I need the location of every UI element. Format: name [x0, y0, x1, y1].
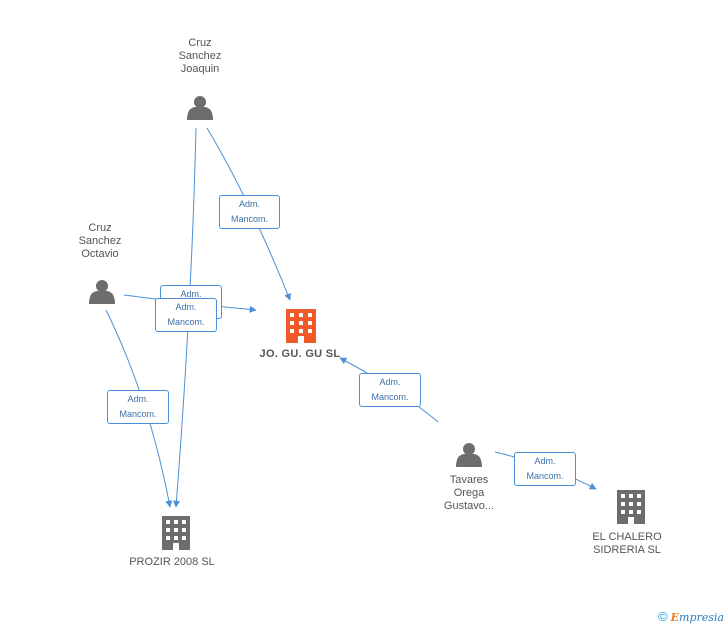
- edge-label-line2: Mancom.: [119, 409, 157, 419]
- person-label-tavares[interactable]: Tavares Orega Gustavo...: [443, 474, 495, 512]
- edge-label-line1: Adm.: [175, 302, 197, 312]
- building-icon[interactable]: [162, 516, 190, 550]
- company-label-jogugu[interactable]: JO. GU. GU SL: [259, 348, 341, 360]
- building-icon[interactable]: [617, 490, 645, 524]
- building-icon[interactable]: [286, 309, 316, 343]
- company-label-chalero[interactable]: EL CHALERO SIDRERIA SL: [592, 531, 662, 556]
- company-label-prozir[interactable]: PROZIR 2008 SL: [129, 556, 215, 568]
- edge-label-line2: Mancom.: [230, 214, 268, 224]
- edge-label-line2: Mancom.: [167, 317, 205, 327]
- edge-label-joaquin-prozir: Adm. Mancom.: [155, 298, 217, 332]
- empresia-footer[interactable]: ©Empresia: [658, 609, 724, 624]
- person-label-cruz-joaquin[interactable]: Cruz Sanchez Joaquin: [178, 37, 222, 75]
- brand-rest: mpresia: [679, 611, 724, 624]
- person-icon[interactable]: [187, 96, 213, 120]
- edge-label-line1: Adm.: [534, 456, 556, 466]
- brand-initial: E: [670, 611, 680, 624]
- edge-label-line1: Adm.: [180, 289, 202, 299]
- person-icon[interactable]: [456, 443, 482, 467]
- edge-label-line1: Adm.: [379, 377, 401, 387]
- edge-label-line2: Mancom.: [526, 471, 564, 481]
- edge-label-tavares-jogugu: Adm. Mancom.: [359, 373, 421, 407]
- brand-logo: Empresia: [671, 611, 724, 624]
- copyright-icon: ©: [658, 609, 668, 624]
- edge-label-line1: Adm.: [238, 199, 260, 209]
- person-label-cruz-octavio[interactable]: Cruz Sanchez Octavio: [78, 222, 122, 260]
- edge-label-tavares-chalero: Adm. Mancom.: [514, 452, 576, 486]
- person-icon[interactable]: [89, 280, 115, 304]
- edge-label-octavio-prozir: Adm. Mancom.: [107, 390, 169, 424]
- edge-label-line2: Mancom.: [371, 392, 409, 402]
- edge-label-joaquin-jogugu: Adm. Mancom.: [219, 195, 280, 229]
- edge-label-line1: Adm.: [127, 394, 149, 404]
